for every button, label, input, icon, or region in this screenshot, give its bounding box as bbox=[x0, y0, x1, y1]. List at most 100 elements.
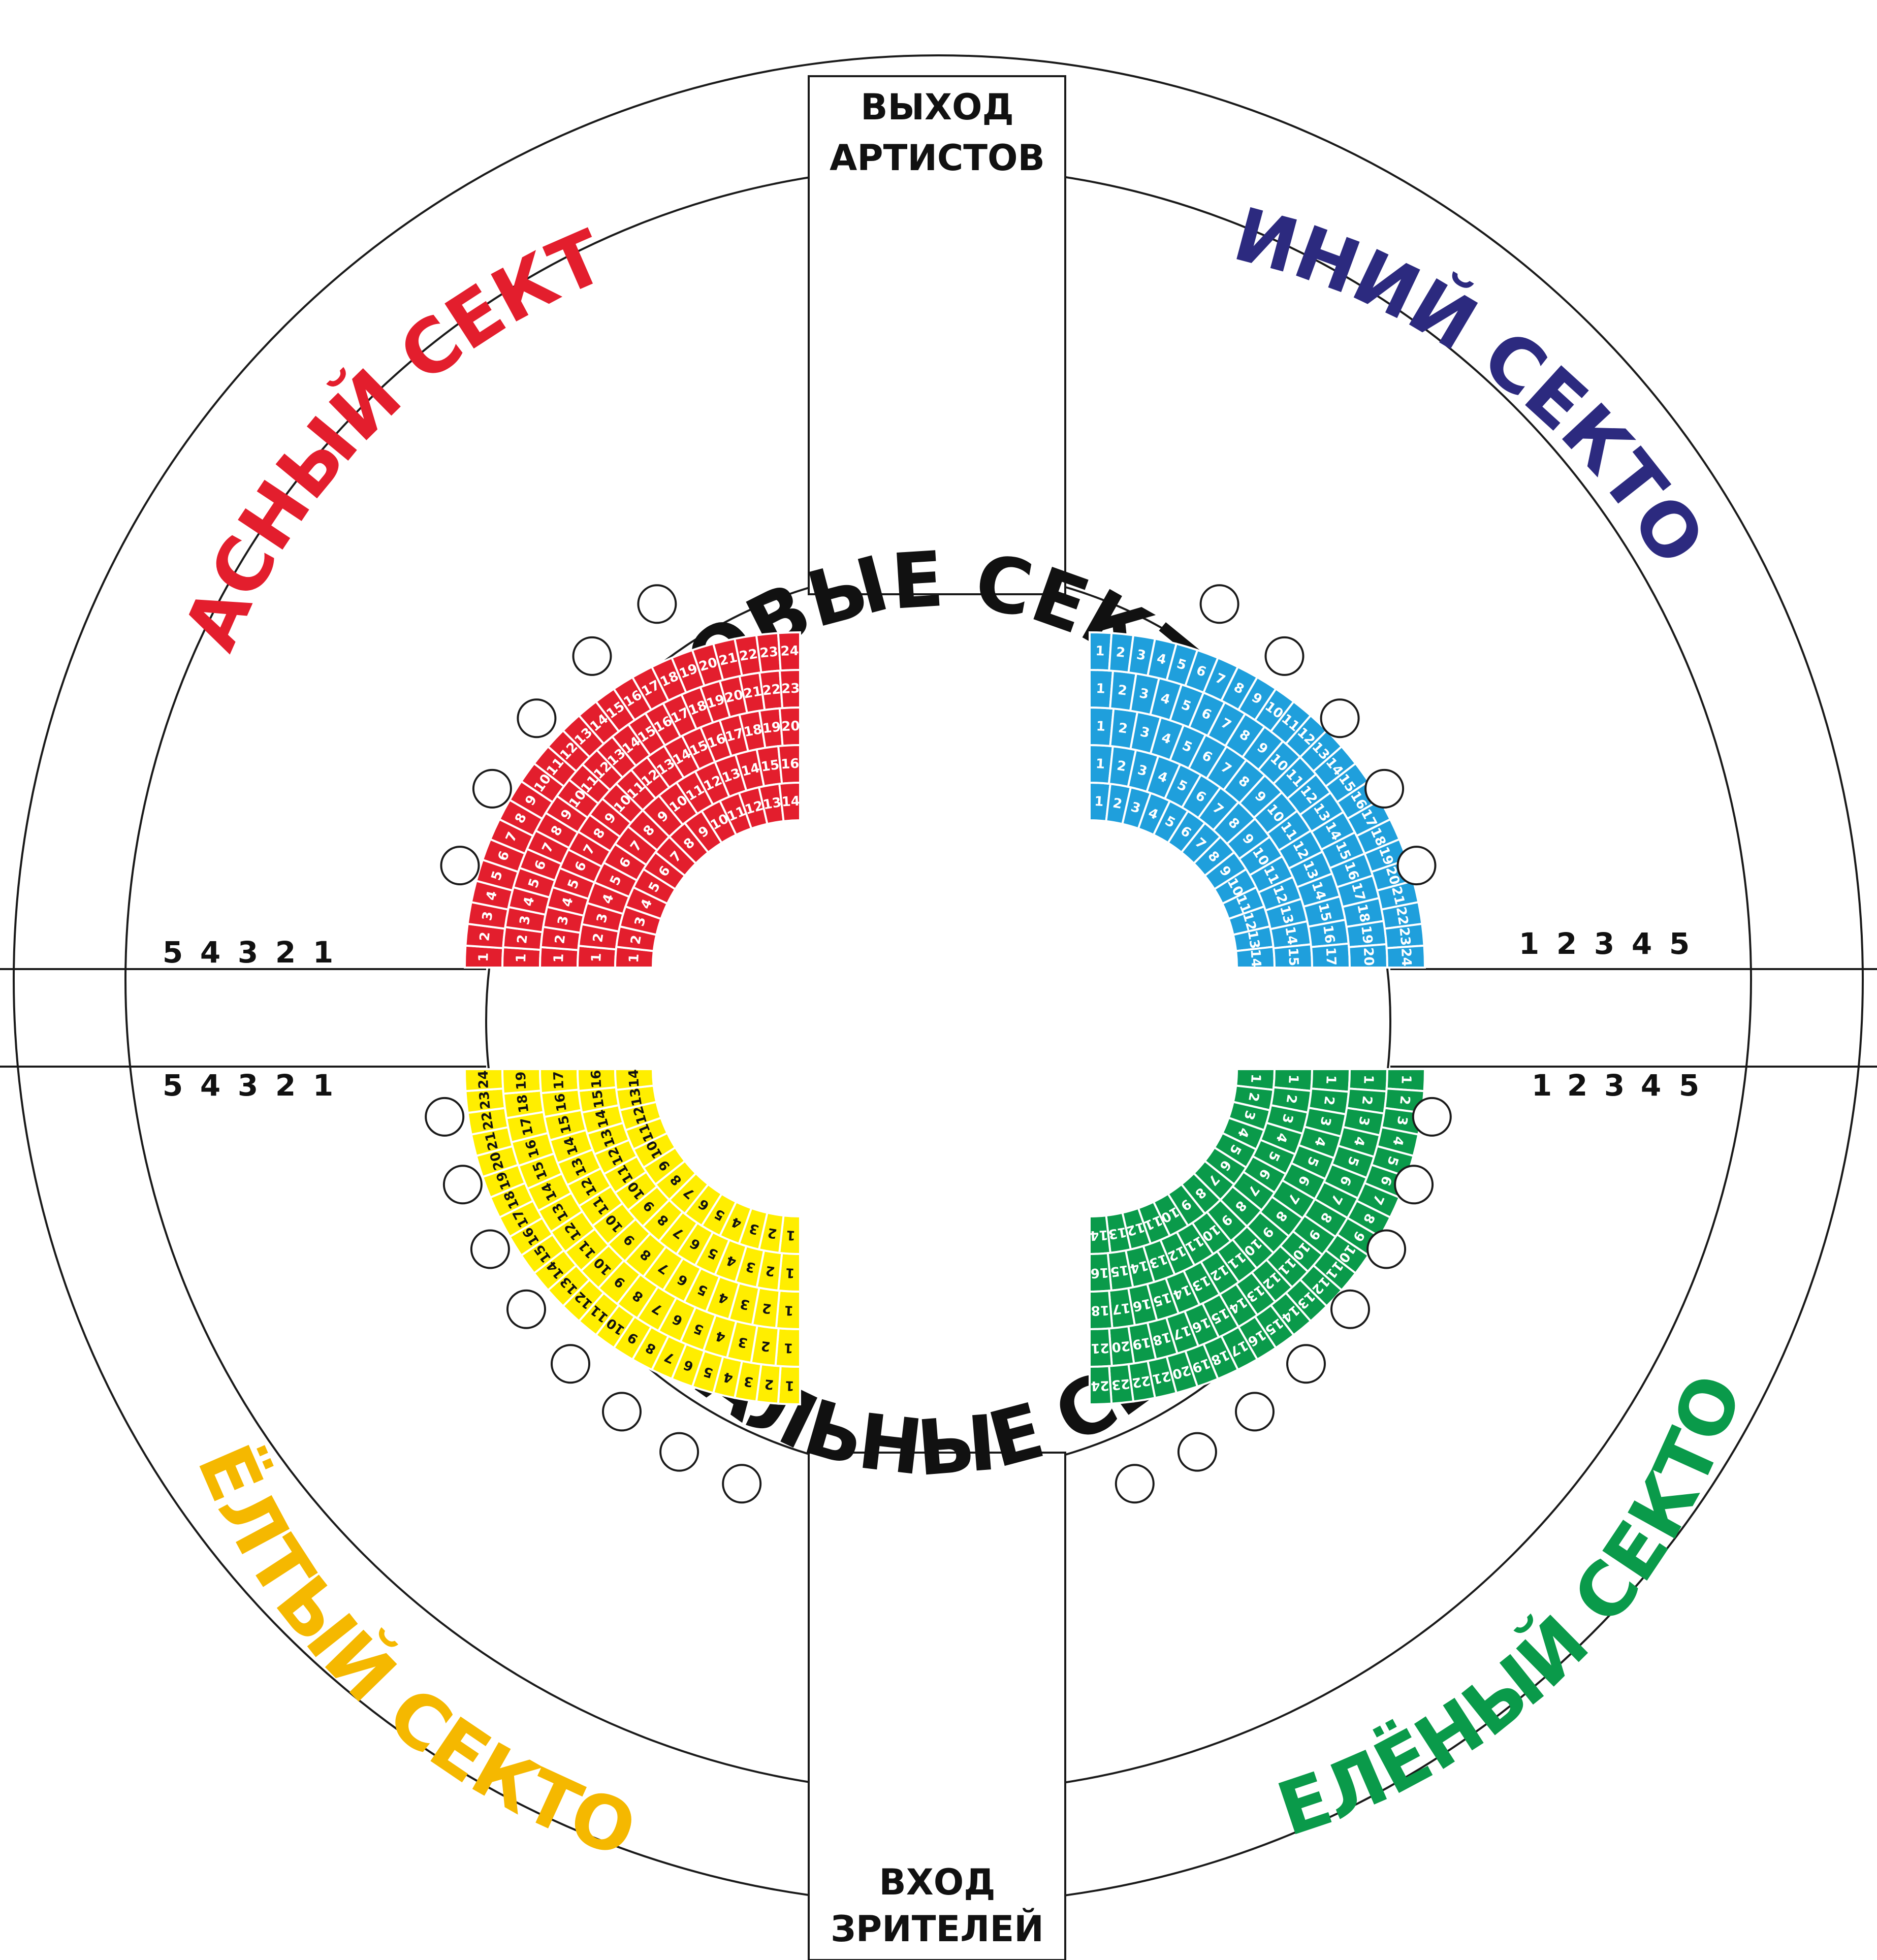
blue-seat-number: 18 bbox=[1354, 903, 1372, 923]
green-seat-number: 2 bbox=[1245, 1091, 1262, 1103]
yellow-seat-number: 14 bbox=[626, 1069, 643, 1088]
bottom-passage bbox=[808, 1452, 1066, 1960]
table-right-bottom[interactable] bbox=[1286, 1344, 1326, 1384]
yellow-seat-number: 2 bbox=[765, 1263, 776, 1279]
entrance-viewers-line1: ВХОД bbox=[879, 1861, 995, 1903]
green-seat-number: 13 bbox=[1107, 1224, 1128, 1242]
yellow-seat-number: 1 bbox=[786, 1227, 796, 1243]
green-seat-number: 16 bbox=[1090, 1265, 1109, 1281]
entrance-viewers-line2: ЗРИТЕЛЕЙ bbox=[831, 1908, 1044, 1950]
red-row-label: 4 bbox=[200, 935, 220, 970]
blue-seat-number: 2 bbox=[1116, 645, 1126, 661]
table-left-bottom[interactable] bbox=[659, 1432, 699, 1472]
blue-seat-number: 2 bbox=[1118, 720, 1129, 736]
yellow-seat-number: 2 bbox=[767, 1225, 778, 1241]
green-seat-number: 2 bbox=[1283, 1094, 1299, 1105]
blue-seat-number: 3 bbox=[1135, 647, 1147, 664]
red-seat-number: 1 bbox=[514, 953, 529, 963]
table-left-top[interactable] bbox=[440, 846, 480, 886]
red-seat-number: 24 bbox=[780, 644, 799, 659]
blue-seat-number: 20 bbox=[1360, 947, 1376, 966]
red-seat-number: 22 bbox=[738, 647, 759, 665]
table-left-bottom[interactable] bbox=[551, 1344, 590, 1384]
red-row-label: 3 bbox=[238, 935, 258, 970]
red-seat-number: 19 bbox=[761, 719, 781, 736]
red-seat-number: 2 bbox=[552, 934, 568, 945]
yellow-seat-number: 3 bbox=[743, 1373, 754, 1390]
hall-structure bbox=[0, 54, 1877, 1960]
blue-row-label: 3 bbox=[1594, 926, 1614, 961]
yellow-row-label: 4 bbox=[200, 1068, 220, 1103]
table-right-top[interactable] bbox=[1320, 698, 1360, 738]
green-seat-number: 2 bbox=[1396, 1095, 1413, 1106]
red-seat-number: 13 bbox=[762, 795, 783, 813]
table-right-top[interactable] bbox=[1199, 584, 1239, 624]
blue-seat-number: 23 bbox=[1396, 926, 1413, 946]
tables bbox=[425, 584, 1452, 1504]
red-seat-number: 2 bbox=[515, 934, 531, 944]
table-right-top[interactable] bbox=[1364, 768, 1405, 809]
table-right-bottom[interactable] bbox=[1330, 1289, 1370, 1329]
table-right-bottom[interactable] bbox=[1177, 1432, 1217, 1472]
blue-seat-number: 2 bbox=[1117, 683, 1128, 699]
green-seat-number: 23 bbox=[1111, 1375, 1131, 1392]
yellow-seat-number: 1 bbox=[784, 1302, 793, 1318]
green-seat-number: 2 bbox=[1321, 1095, 1337, 1106]
table-right-top[interactable] bbox=[1264, 636, 1305, 676]
blue-seat-number: 1 bbox=[1095, 644, 1105, 659]
table-left-top[interactable] bbox=[572, 636, 612, 676]
table-right-bottom[interactable] bbox=[1235, 1392, 1275, 1432]
yellow-seat-number: 13 bbox=[627, 1086, 646, 1107]
green-seat[interactable] bbox=[1089, 1365, 1113, 1406]
table-left-bottom[interactable] bbox=[722, 1464, 762, 1504]
red-seat-number: 14 bbox=[781, 794, 801, 810]
green-seat-number: 15 bbox=[1109, 1262, 1130, 1279]
green-row-label: 3 bbox=[1604, 1068, 1625, 1103]
red-row-label: 2 bbox=[275, 935, 296, 970]
table-left-bottom[interactable] bbox=[506, 1289, 546, 1329]
table-left-bottom[interactable] bbox=[425, 1097, 465, 1137]
yellow-seat-number: 1 bbox=[785, 1377, 794, 1393]
table-left-top[interactable] bbox=[472, 768, 512, 809]
table-right-bottom[interactable] bbox=[1412, 1097, 1452, 1137]
table-right-bottom[interactable] bbox=[1366, 1229, 1407, 1269]
table-left-bottom[interactable] bbox=[470, 1229, 510, 1269]
blue-seat-number: 3 bbox=[1138, 686, 1150, 702]
table-right-bottom[interactable] bbox=[1394, 1165, 1434, 1205]
green-row-label: 1 bbox=[1532, 1068, 1552, 1103]
red-seat-number: 1 bbox=[476, 952, 492, 962]
green-seat-number: 20 bbox=[1111, 1338, 1131, 1355]
blue-row-label: 4 bbox=[1632, 926, 1652, 961]
blue-seat-number: 1 bbox=[1095, 756, 1105, 772]
table-left-top[interactable] bbox=[517, 698, 557, 738]
green-seat-number: 1 bbox=[1248, 1073, 1263, 1083]
blue-seat[interactable] bbox=[1385, 944, 1426, 969]
table-left-bottom[interactable] bbox=[602, 1392, 642, 1432]
red-seat-number: 16 bbox=[780, 756, 800, 773]
table-left-bottom[interactable] bbox=[442, 1165, 483, 1205]
red-seat-number: 3 bbox=[555, 914, 572, 926]
red-seat-number: 2 bbox=[628, 934, 645, 946]
green-seat-number: 3 bbox=[1393, 1115, 1410, 1127]
exit-artists-line1: ВЫХОД bbox=[861, 86, 1014, 128]
table-left-top[interactable] bbox=[637, 584, 677, 624]
table-right-top[interactable] bbox=[1396, 846, 1437, 886]
yellow-seat-number: 17 bbox=[518, 1116, 536, 1137]
blue-seat-number: 14 bbox=[1248, 949, 1264, 968]
red-seat[interactable] bbox=[778, 781, 801, 823]
blue-seat-number: 1 bbox=[1096, 681, 1105, 697]
red-seat-number: 1 bbox=[626, 953, 642, 963]
yellow-seat[interactable] bbox=[614, 1068, 655, 1091]
blue-seat-number: 1 bbox=[1096, 719, 1105, 734]
blue-seat-number: 16 bbox=[1320, 924, 1338, 944]
blue-seat-number: 2 bbox=[1111, 795, 1123, 812]
table-right-bottom[interactable] bbox=[1115, 1464, 1155, 1504]
blue-seat-number: 22 bbox=[1393, 906, 1411, 926]
red-row-label: 1 bbox=[313, 935, 333, 970]
blue-row-label: 1 bbox=[1519, 926, 1539, 961]
yellow-seat-number: 22 bbox=[479, 1110, 497, 1131]
green-seat-number: 18 bbox=[1091, 1302, 1109, 1319]
blue-seat-number: 24 bbox=[1398, 948, 1414, 967]
